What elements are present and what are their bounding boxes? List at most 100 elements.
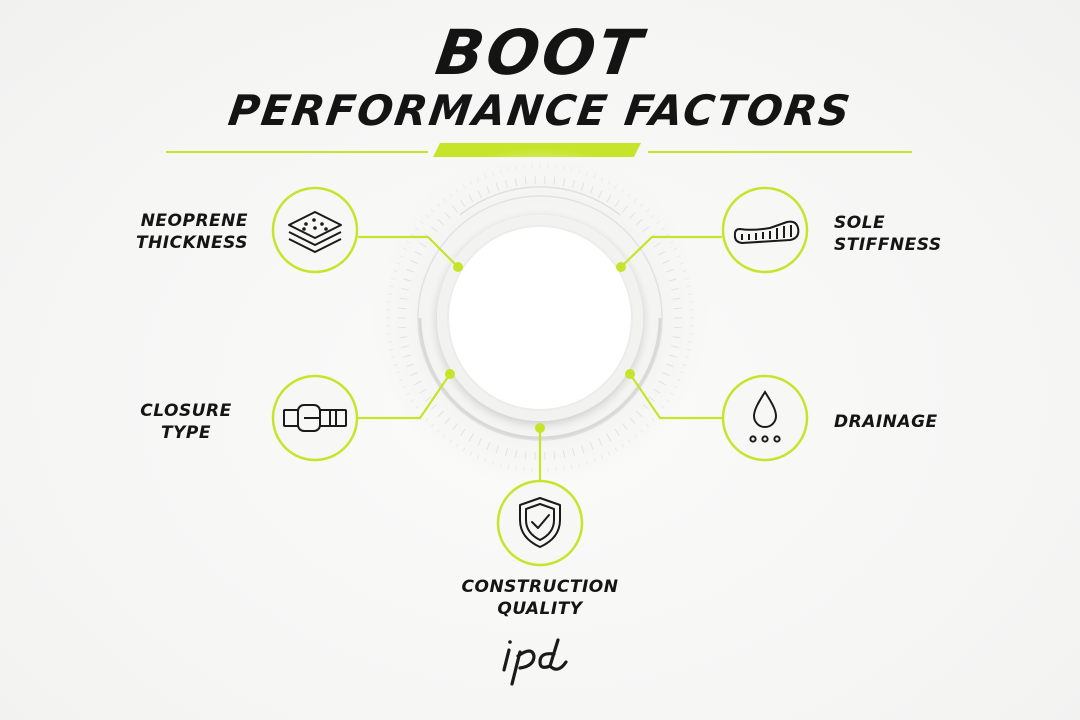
ring-tick	[600, 454, 604, 459]
ring-tick	[684, 277, 689, 280]
ring-tick	[621, 443, 625, 448]
ring-tick	[688, 293, 693, 295]
ring-tick	[593, 457, 596, 462]
ring-tick	[468, 194, 474, 203]
ring-tick	[580, 182, 585, 191]
ring-tick	[462, 184, 466, 189]
ring-tick	[437, 219, 444, 226]
ring-tick	[622, 423, 628, 431]
ring-ticks	[386, 164, 694, 472]
ring-tick	[668, 354, 677, 358]
ring-tick	[676, 254, 681, 258]
ring-tick	[665, 363, 674, 368]
ring-tick	[430, 226, 438, 233]
ring-tick	[406, 363, 415, 368]
ring-tick	[645, 423, 650, 428]
ring-tick	[430, 423, 435, 428]
ring-tick	[460, 428, 466, 436]
ring-tick	[406, 392, 411, 396]
ring-tick	[389, 348, 394, 351]
ring-tick	[570, 167, 573, 172]
ring-tick	[391, 356, 396, 359]
ring-tick	[578, 169, 581, 174]
ring-tick	[642, 226, 650, 233]
ring-tick	[444, 417, 451, 424]
ring-tick	[515, 466, 517, 471]
ring-tick	[414, 380, 422, 386]
ring-tick	[607, 451, 611, 456]
ring-tick	[673, 326, 682, 329]
ring-tick	[391, 277, 396, 280]
ring-tick	[553, 176, 556, 185]
ring-tick	[585, 460, 589, 465]
ring-tick	[670, 345, 680, 348]
ring-tick	[606, 433, 612, 442]
ring-tick	[669, 240, 674, 244]
ring-tick	[562, 178, 566, 187]
ring-tick	[425, 214, 429, 218]
ring-tick	[514, 178, 518, 187]
ring-tick	[598, 438, 603, 446]
ring-tick	[614, 428, 620, 436]
ring-tick	[393, 269, 398, 273]
ring-tick	[651, 214, 655, 218]
ring-tick	[455, 443, 459, 448]
ring-tick	[399, 297, 408, 300]
ring-tick	[403, 354, 412, 358]
ring-tick	[669, 392, 674, 396]
ring-tick	[673, 247, 678, 251]
ring-tick	[410, 372, 418, 377]
ring-tick	[670, 288, 680, 291]
ring-tick	[402, 247, 407, 251]
ring-tick	[562, 449, 566, 458]
ring-tick	[415, 405, 419, 409]
ring-tick	[398, 307, 407, 310]
ring-tick	[437, 410, 444, 417]
ring-tick	[672, 336, 681, 339]
icon-circle-sole	[721, 186, 809, 274]
ring-tick	[679, 371, 684, 374]
ring-tick	[495, 182, 500, 191]
ring-tick	[462, 447, 466, 452]
ring-tick	[614, 184, 618, 189]
ring-tick	[585, 171, 589, 176]
ring-tick	[622, 205, 628, 213]
ring-tick	[469, 180, 473, 185]
ring-tick	[486, 442, 491, 450]
ring-tick	[629, 212, 636, 219]
ring-tick	[387, 341, 392, 343]
label-neoprene-thickness: NEOPRENE THICKNESS	[135, 211, 248, 253]
ring-tick	[600, 177, 604, 182]
ring-tick	[468, 433, 474, 442]
ring-tick	[442, 434, 446, 439]
ring-tick	[653, 388, 661, 394]
central-ring	[370, 148, 710, 488]
ring-tick	[679, 262, 684, 265]
ring-tick	[477, 190, 482, 198]
ring-tick	[414, 250, 422, 256]
ring-tick	[571, 180, 575, 189]
shield-check-icon	[519, 497, 561, 548]
ring-tick	[410, 399, 415, 403]
ring-tick	[403, 278, 412, 282]
ring-tick	[396, 371, 401, 374]
ring-tick	[399, 336, 408, 339]
ring-tick	[455, 188, 459, 193]
icon-circle-construction	[496, 479, 584, 567]
ring-tick	[627, 193, 631, 197]
connector-drainage	[629, 373, 722, 420]
ring-tick	[607, 180, 611, 185]
ring-tick	[452, 205, 458, 213]
ring-tick	[484, 174, 487, 179]
ring-tick	[436, 203, 440, 207]
ring-tick	[430, 403, 438, 410]
ring-tick	[400, 345, 410, 348]
ring-tick	[524, 176, 527, 185]
ring-tick	[614, 447, 618, 452]
ring-tick	[424, 396, 432, 402]
connector-dots	[445, 262, 635, 433]
ring-tick	[673, 385, 678, 389]
ring-tick	[399, 254, 404, 258]
connector-sole	[620, 235, 722, 268]
